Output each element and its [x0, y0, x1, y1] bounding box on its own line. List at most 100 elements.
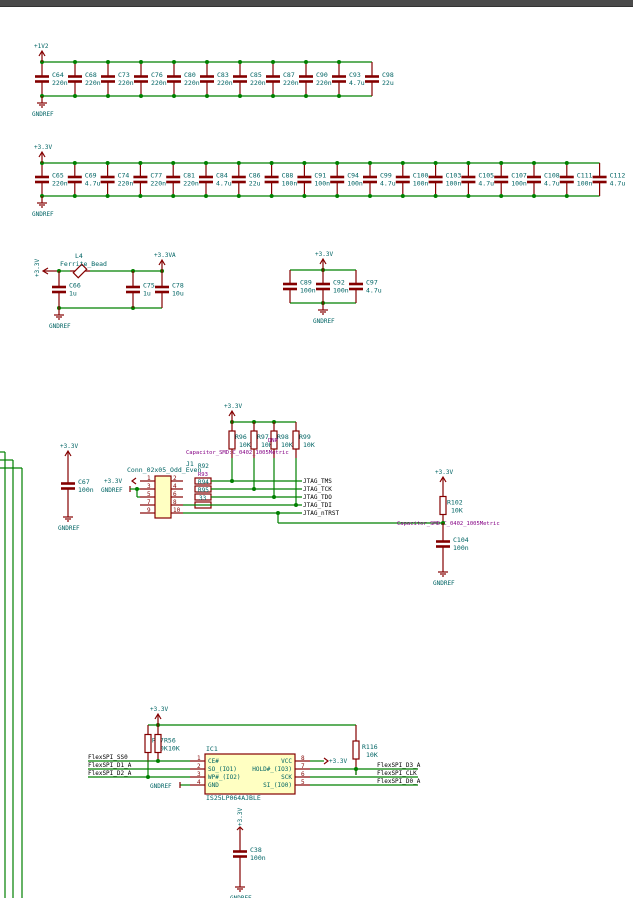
- junction-dot: [271, 60, 275, 64]
- junction-dot: [272, 495, 276, 499]
- connector-value: Conn_02x05_Odd_Even: [127, 466, 201, 474]
- ground-symbol: GNDREF: [49, 308, 71, 330]
- power-3v3-symbol-left: +3.3V: [104, 477, 137, 485]
- flash-section: +3.3VR7710KR5610KR11610KIC1IS25LP064AJBL…: [88, 706, 421, 898]
- ground-label: GNDREF: [313, 318, 335, 325]
- cap-ref: C85: [250, 71, 262, 79]
- cap-value: 4.7u: [216, 180, 232, 188]
- cap-ref: C65: [52, 172, 64, 180]
- pin-name: WP#_(IO2): [208, 774, 241, 781]
- res-value: 10K: [281, 441, 293, 449]
- pin-number: 1: [147, 475, 151, 482]
- cap-value: 220n: [118, 180, 134, 188]
- pin-number: 7: [147, 499, 151, 506]
- junction-dot: [271, 94, 275, 98]
- junction-dot: [368, 194, 372, 198]
- power-arrow-icon: [64, 449, 72, 457]
- power-arrow-icon: [323, 757, 329, 765]
- cap-value: 100n: [333, 287, 349, 295]
- cap-value: 100n: [446, 180, 462, 188]
- pin-number: 2: [197, 763, 201, 770]
- junction-dot: [138, 194, 143, 198]
- ground-label: GNDREF: [433, 580, 455, 587]
- cap-value: 100n: [282, 180, 298, 188]
- junction-dot: [171, 194, 176, 198]
- junction-dot: [205, 60, 209, 64]
- cap-value: 220n: [183, 180, 199, 188]
- cap-ref: C86: [249, 172, 261, 180]
- cap-ref: C75: [143, 282, 155, 290]
- pin-number: 2: [173, 475, 177, 482]
- cap-ref: C111: [577, 172, 593, 180]
- dnp-label: DNP: [268, 438, 279, 444]
- cap-value: 220n: [85, 79, 101, 87]
- cap-ref: C68: [85, 71, 97, 79]
- pin-number: 10: [173, 507, 181, 514]
- junction-dot: [204, 194, 208, 198]
- power-label: +3.3V: [435, 469, 453, 476]
- cap-ref: C69: [85, 172, 97, 180]
- res-ref: R96: [235, 433, 247, 441]
- junction-dot: [433, 194, 438, 198]
- junction-dot: [335, 194, 340, 198]
- pin-number: 1: [197, 755, 201, 762]
- res-body: [270, 430, 278, 450]
- ground-symbol: GNDREF: [32, 96, 54, 118]
- series-ref: R93: [198, 472, 208, 478]
- pin-number: 3: [197, 771, 201, 778]
- junction-dot: [139, 60, 143, 64]
- pin-number: 8: [173, 499, 177, 506]
- power-arrow-icon: [154, 712, 162, 720]
- cap-value: 4.7u: [544, 180, 560, 188]
- left-bus-wires: [0, 451, 23, 898]
- power-label: +3.3V: [34, 144, 52, 151]
- junction-dot: [337, 94, 341, 98]
- net-label: FlexSPI_SS0: [88, 754, 128, 761]
- power-arrow-icon: [158, 258, 166, 266]
- junction-dot: [105, 194, 110, 198]
- cap-value: 220n: [250, 79, 266, 87]
- res-value: 10K: [156, 745, 168, 753]
- pin-number: 8: [301, 755, 305, 762]
- cap-ref: C94: [347, 172, 359, 180]
- junction-dot: [499, 194, 504, 198]
- cap-ref: C89: [300, 279, 312, 287]
- cap-value: 4.7u: [366, 287, 382, 295]
- res-body: [352, 740, 360, 760]
- cap-value: 220n: [316, 79, 332, 87]
- ground-symbol: GNDREF: [313, 303, 335, 325]
- series-ref: 33: [199, 495, 207, 502]
- junction-dot: [106, 60, 110, 64]
- cap-ref: C108: [544, 172, 560, 180]
- junction-dot: [354, 767, 358, 771]
- ground-symbol: GNDREF: [58, 510, 80, 532]
- cap-ref: C105: [478, 172, 494, 180]
- footprint-label: Capacitor_SMD:C_0402_1005Metric: [397, 521, 500, 527]
- ground-label: GNDREF: [49, 323, 71, 330]
- junction-dot: [304, 60, 308, 64]
- pin-number: 5: [147, 491, 151, 498]
- cap-value: 22u: [382, 79, 394, 87]
- cap-ref: C87: [283, 71, 295, 79]
- junction-dot: [135, 487, 139, 491]
- cap-value: 220n: [184, 79, 200, 87]
- power-arrow-icon: [439, 475, 447, 483]
- power-arrow-icon: [319, 257, 327, 265]
- connector-body: [154, 475, 172, 519]
- net-label: JTAG_TDO: [303, 494, 332, 501]
- cap-value: 100n: [413, 180, 429, 188]
- cap-value: 100n: [511, 180, 527, 188]
- junction-dot: [466, 161, 471, 165]
